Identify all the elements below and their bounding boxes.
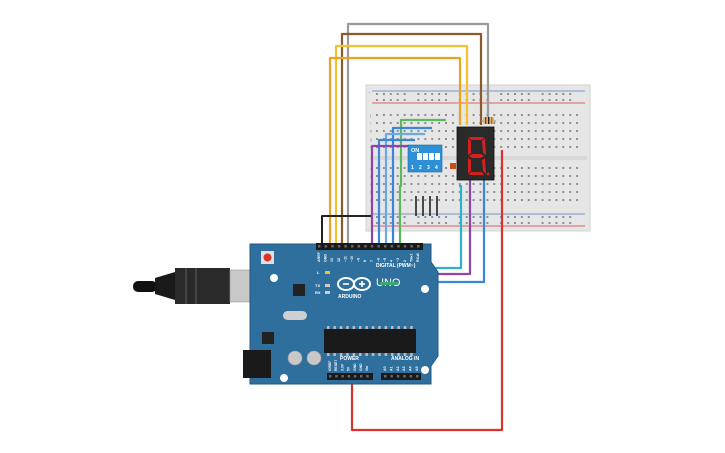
dip-num-2: 2 xyxy=(419,165,422,171)
dip-toggle-3[interactable] xyxy=(429,153,434,160)
voltage-regulator xyxy=(262,332,274,344)
rail-plus-label: + xyxy=(368,90,371,95)
power-pin-label: 3.3V xyxy=(340,363,344,371)
bottom-header-pins xyxy=(329,375,419,378)
digital-pin-label: 13 xyxy=(330,258,334,262)
status-leds: L TX RX xyxy=(315,270,330,295)
usb-cable[interactable] xyxy=(133,268,259,304)
wire-red-5v[interactable] xyxy=(350,150,504,432)
digital-pin-label: ~9 xyxy=(357,258,361,262)
digital-pin-label: ~5 xyxy=(383,258,387,262)
digital-pin-label: GND xyxy=(324,254,328,262)
segments xyxy=(468,137,490,176)
power-pin-label: 5V xyxy=(347,366,351,371)
dip-num-3: 3 xyxy=(427,165,430,171)
led-rx-label: RX xyxy=(315,290,321,295)
digital-label: DIGITAL (PWM~) xyxy=(376,263,416,269)
power-pin-label: GND xyxy=(353,363,357,371)
digital-header[interactable] xyxy=(316,243,423,250)
capacitor xyxy=(287,350,303,366)
dip-toggle-2[interactable] xyxy=(423,153,428,160)
power-pin-label: RESET xyxy=(334,359,338,371)
power-pin-label: IOREF xyxy=(328,361,332,371)
power-jack[interactable] xyxy=(243,350,271,378)
wire-brown[interactable] xyxy=(340,32,483,244)
analog-pin-label: A5 xyxy=(415,366,419,371)
row-letter: g xyxy=(370,137,372,142)
digital-pin-label: 12 xyxy=(337,258,341,262)
mounting-hole xyxy=(270,274,278,282)
digital-pin-label: ~6 xyxy=(376,258,380,262)
analog-header[interactable] xyxy=(381,373,421,380)
dip-toggle-4[interactable] xyxy=(435,153,440,160)
mounting-hole xyxy=(280,374,288,382)
wire-yellow[interactable] xyxy=(334,44,469,244)
digital-pin-label: ~10 xyxy=(350,256,354,262)
usb-chip xyxy=(293,284,305,296)
arduino-logo xyxy=(337,277,371,291)
row-letter: i xyxy=(370,121,371,126)
wires xyxy=(321,22,504,432)
analog-pin-label: A1 xyxy=(389,366,393,371)
analog-label: ANALOG IN xyxy=(391,356,419,362)
wire-orange[interactable] xyxy=(328,56,462,244)
digital-header-pins xyxy=(318,245,420,248)
digital-pin-label: 4 xyxy=(390,260,394,262)
digital-pin-label: ~3 xyxy=(396,258,400,262)
wire-gray[interactable] xyxy=(346,22,490,244)
power-pin-label: Vin xyxy=(365,366,369,371)
wire-blue-2[interactable] xyxy=(384,132,425,244)
wire-blue-1[interactable] xyxy=(391,126,432,244)
resistor[interactable] xyxy=(481,117,496,124)
digital-pin-label: 8 xyxy=(363,260,367,262)
dip-on-label: ON xyxy=(411,148,419,154)
small-resistor[interactable] xyxy=(450,163,456,169)
power-label: POWER xyxy=(340,356,359,362)
reset-button-cap[interactable] xyxy=(263,253,272,262)
wire-green[interactable] xyxy=(398,118,446,244)
digital-pin-label: 7 xyxy=(370,260,374,262)
dip-switch[interactable]: ON 1 2 3 4 xyxy=(407,144,443,173)
analog-pin-label: A0 xyxy=(383,366,387,371)
digital-pin-label: TX▸1 xyxy=(409,254,413,262)
wire-blue-3[interactable] xyxy=(377,138,415,244)
analog-pin-label: A4 xyxy=(409,366,413,371)
row-letter: h xyxy=(370,129,372,134)
mounting-hole xyxy=(421,366,429,374)
rail-minus-bottom-label: - xyxy=(368,225,370,230)
digital-pin-label: 2 xyxy=(403,260,407,262)
mounting-hole xyxy=(421,285,429,293)
analog-pin-label: A3 xyxy=(402,366,406,371)
icsp-strip xyxy=(380,282,398,285)
dip-num-4: 4 xyxy=(435,165,438,171)
wire-black-gnd[interactable] xyxy=(321,215,373,244)
breadboard-jumpers xyxy=(415,196,438,216)
wire-purple-left[interactable] xyxy=(370,144,409,244)
seven-segment-display[interactable] xyxy=(456,126,495,181)
digital-pin-label: RX◂0 xyxy=(416,253,420,262)
digital-pin-label: ~11 xyxy=(343,256,347,262)
dip-num-1: 1 xyxy=(411,165,414,171)
analog-pin-label: A2 xyxy=(396,366,400,371)
rail-minus-label: - xyxy=(368,98,370,103)
led-l-label: L xyxy=(317,270,320,275)
chip-pins xyxy=(327,326,413,356)
power-pin-label: GND xyxy=(359,363,363,371)
row-letter: j xyxy=(369,113,371,118)
capacitor xyxy=(306,350,322,366)
led-tx-label: TX xyxy=(315,283,320,288)
digital-pin-label: AREF xyxy=(317,251,321,262)
atmega-chip xyxy=(324,329,416,353)
board-name: ARDUINO xyxy=(338,294,361,300)
dip-toggle-1[interactable] xyxy=(417,153,422,160)
crystal xyxy=(283,311,307,320)
